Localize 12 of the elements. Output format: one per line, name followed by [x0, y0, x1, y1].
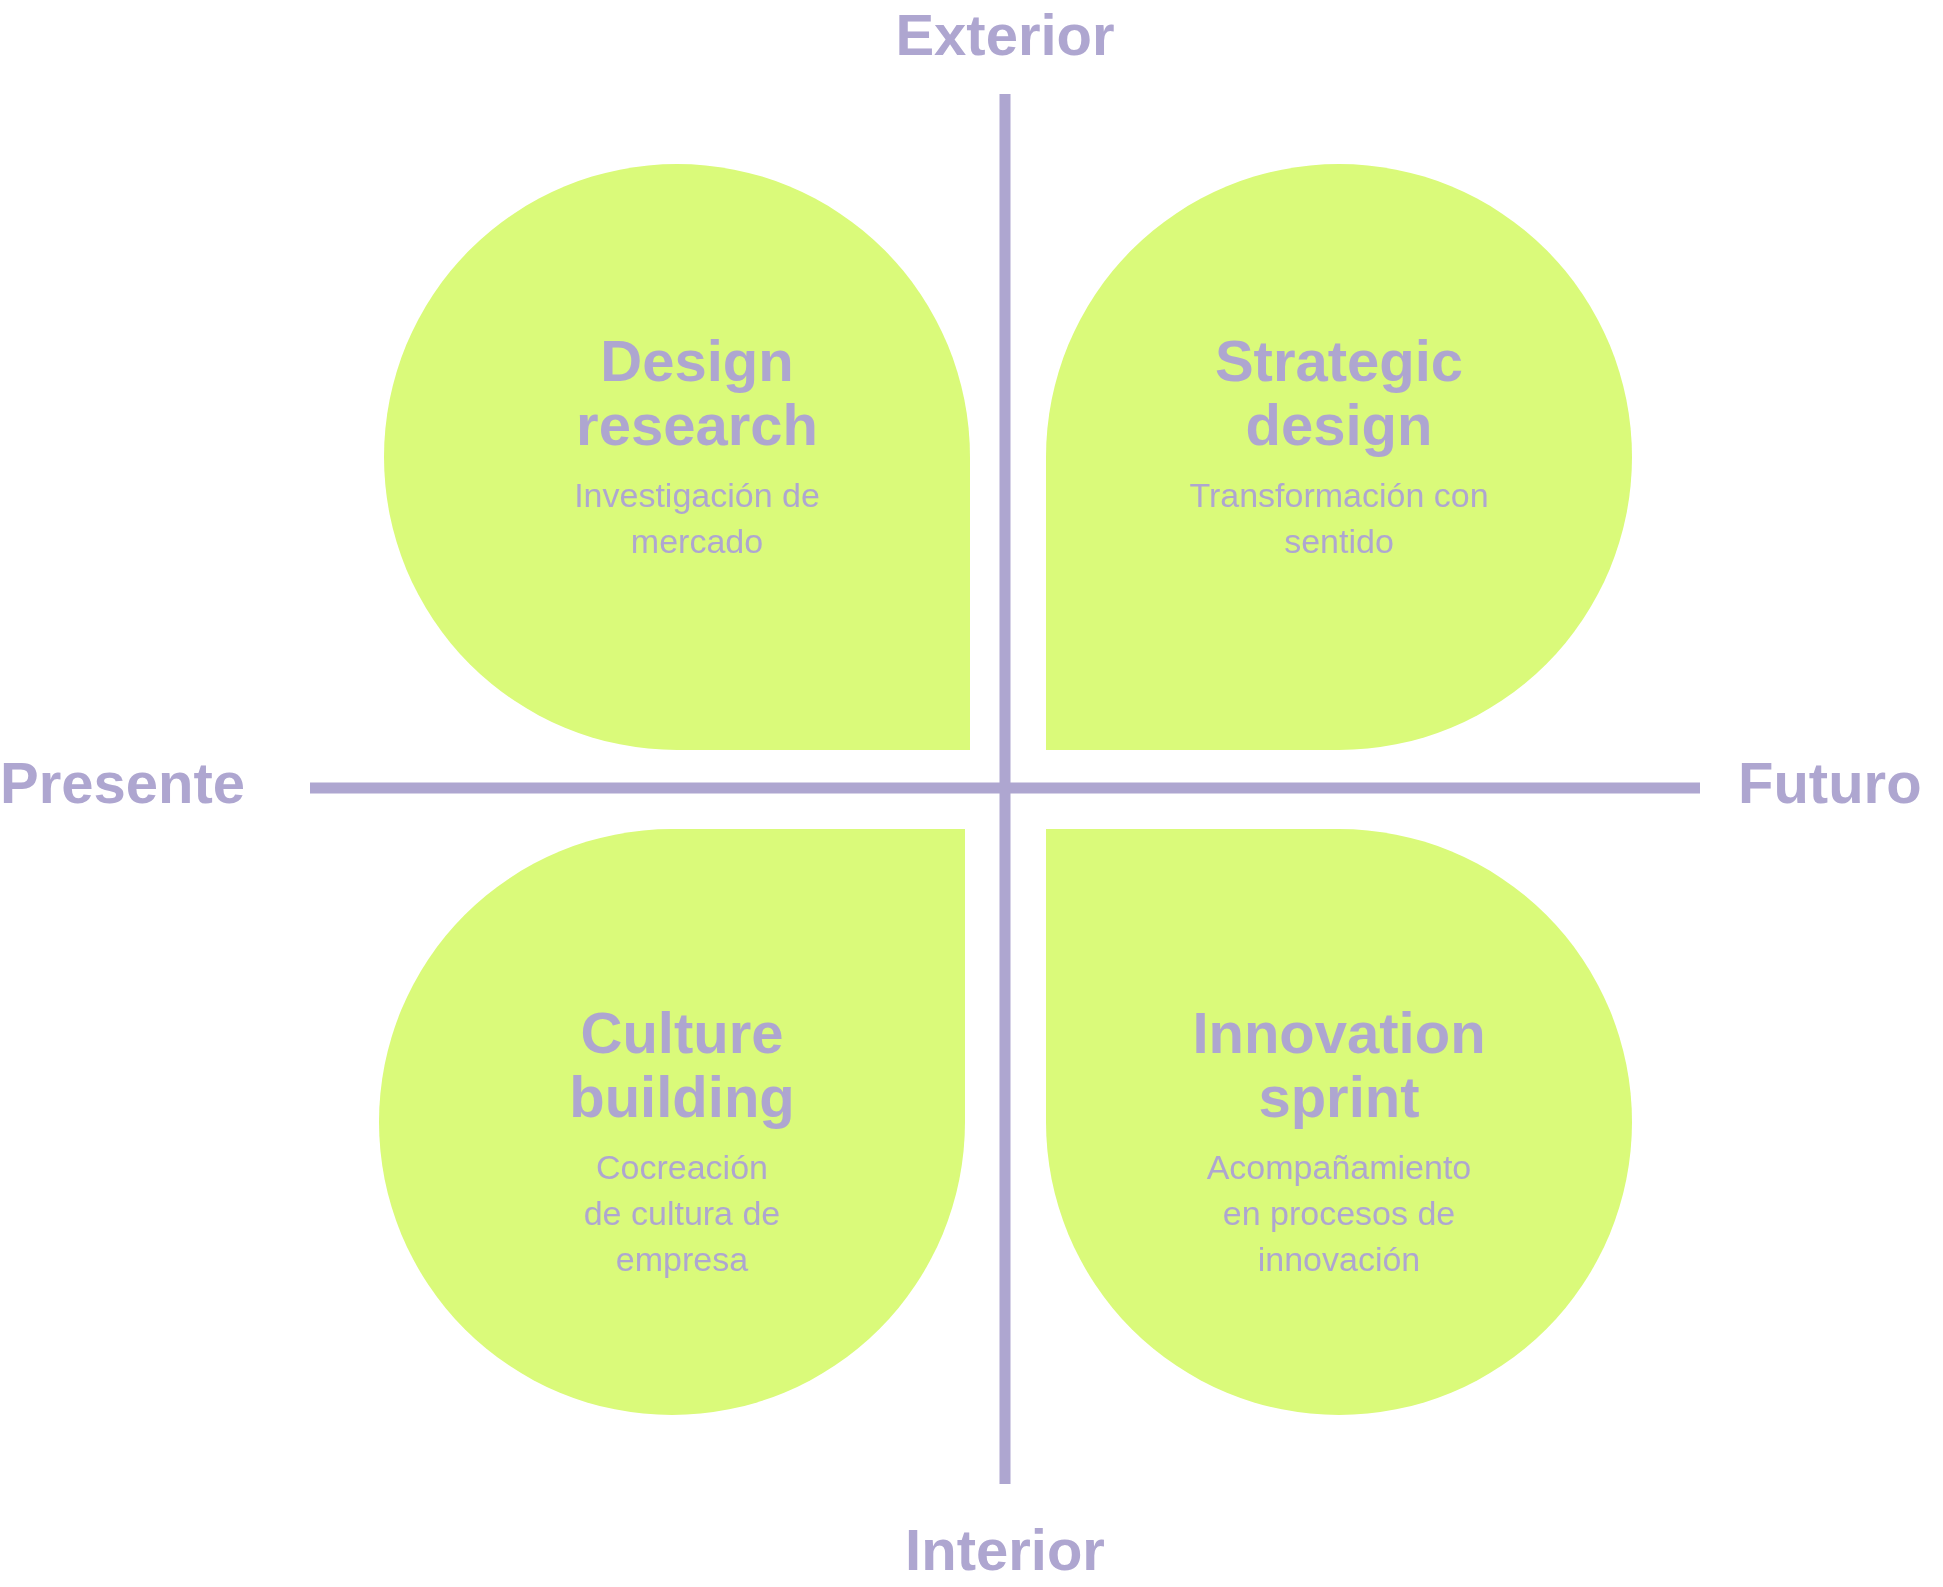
petal-title: Innovation sprint: [1191, 1001, 1487, 1129]
petal-subtitle: Acompañamiento en procesos de innovación: [1205, 1146, 1473, 1280]
petal-title: Strategic design: [1213, 329, 1465, 457]
petal-title: Design research: [575, 329, 819, 457]
petal-subtitle: Cocreación de cultura de empresa: [582, 1146, 782, 1280]
petal-subtitle: Investigación de mercado: [573, 474, 821, 562]
axis-label: Futuro: [1738, 748, 1922, 817]
axis-label: Interior: [905, 1515, 1105, 1584]
petal-title: Culture building: [568, 1001, 796, 1129]
axis-label: Exterior: [895, 0, 1115, 69]
axis-label: Presente: [0, 748, 246, 817]
petal-subtitle: Transformación con sentido: [1188, 474, 1490, 562]
